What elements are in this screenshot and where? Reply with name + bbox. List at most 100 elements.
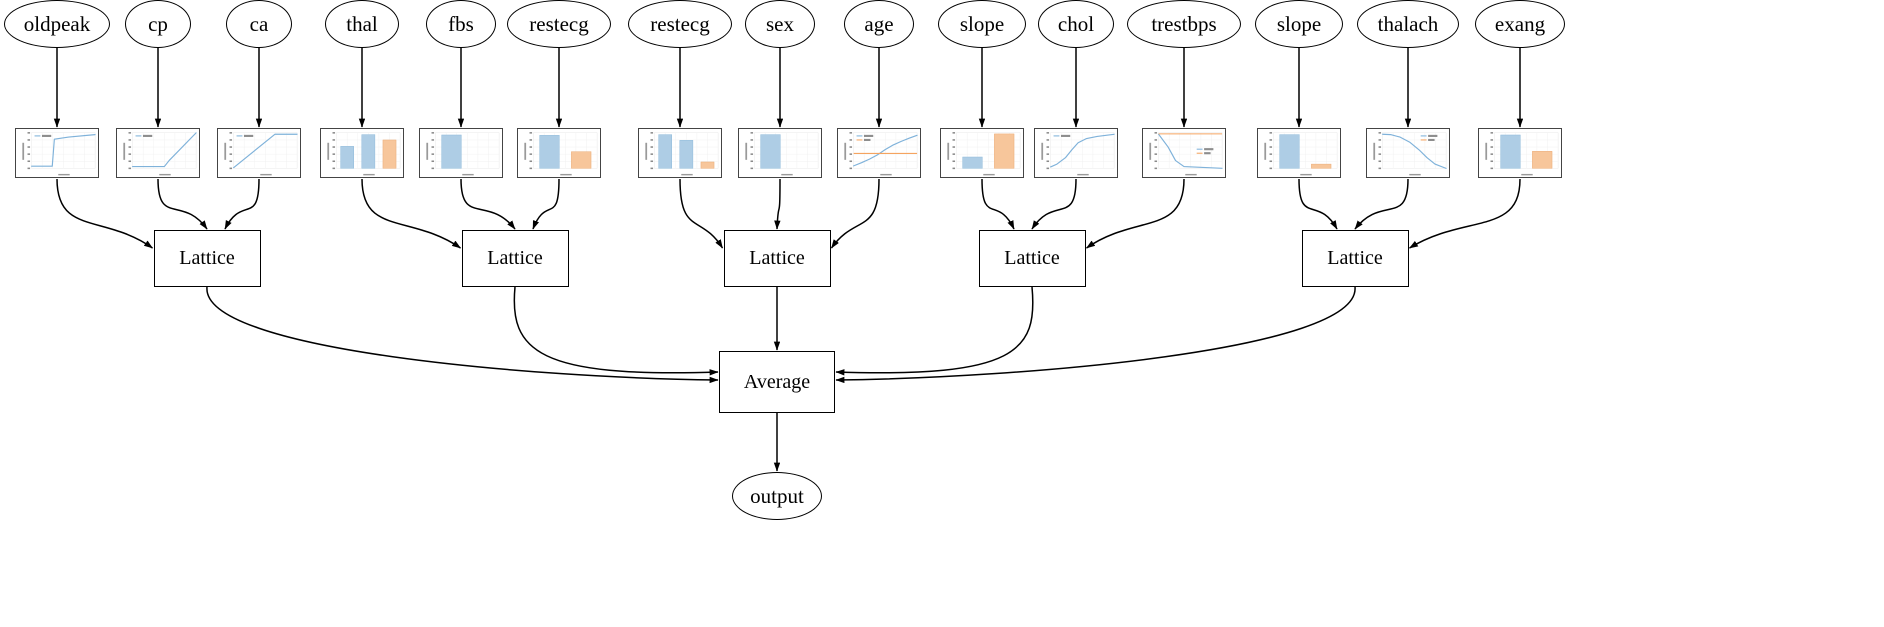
y-axis-label <box>1264 142 1267 160</box>
feature-node-label: cp <box>148 11 168 36</box>
feature-node-slope-12[interactable]: slope <box>1255 0 1343 48</box>
feature-node-label: slope <box>959 11 1005 36</box>
calibrator-plot-sex[interactable] <box>738 128 822 178</box>
feature-node-label: oldpeak <box>23 11 91 36</box>
plot-canvas <box>1367 129 1449 177</box>
plot-canvas <box>941 129 1023 177</box>
calibrator-plot-thal[interactable] <box>320 128 404 178</box>
y-axis-label <box>1485 142 1488 160</box>
calibrator-plot-chol[interactable] <box>1034 128 1118 178</box>
y-axis-label <box>22 142 25 160</box>
edge-calibrator-to-lattice-3-2 <box>1086 178 1185 249</box>
feature-node-label: thalach <box>1377 11 1439 36</box>
y-axis-label <box>123 142 126 160</box>
edge-lattice-to-average-4 <box>835 286 1356 384</box>
output-node[interactable]: output <box>732 472 822 520</box>
plot-canvas <box>518 129 600 177</box>
plot-canvas <box>420 129 502 177</box>
feature-node-restecg-5[interactable]: restecg <box>507 0 611 48</box>
feature-node-label: trestbps <box>1151 11 1217 36</box>
y-axis-label <box>745 142 748 160</box>
feature-node-label: sex <box>766 11 794 36</box>
lattice-node-label: Lattice <box>749 247 805 269</box>
feature-node-restecg-6[interactable]: restecg <box>628 0 732 48</box>
edge-calibrator-to-lattice-0-1 <box>157 178 208 230</box>
y-axis-label <box>426 142 429 160</box>
y-axis-label <box>645 142 648 160</box>
edge-lattice-to-average-1 <box>513 286 719 376</box>
edge-calibrator-to-lattice-2-1 <box>774 178 781 230</box>
feature-node-label: exang <box>1494 11 1546 36</box>
feature-node-ca-2[interactable]: ca <box>226 0 292 48</box>
feature-node-trestbps-11[interactable]: trestbps <box>1127 0 1241 48</box>
average-node[interactable]: Average <box>719 351 835 413</box>
calibrator-plot-slope[interactable] <box>1257 128 1341 178</box>
feature-node-label: fbs <box>448 11 474 36</box>
lattice-node-4[interactable]: Lattice <box>1301 230 1409 287</box>
calibrator-plot-fbs[interactable] <box>419 128 503 178</box>
calibrator-plot-ca[interactable] <box>217 128 301 178</box>
feature-node-label: chol <box>1057 11 1095 36</box>
edge-calibrator-to-lattice-4-1 <box>1354 178 1409 230</box>
feature-node-thalach-13[interactable]: thalach <box>1357 0 1459 48</box>
feature-node-chol-10[interactable]: chol <box>1038 0 1114 48</box>
plot-canvas <box>218 129 300 177</box>
edge-calibrator-to-lattice-2-2 <box>830 178 880 249</box>
feature-node-label: age <box>864 11 894 36</box>
lattice-node-label: Lattice <box>179 247 235 269</box>
plot-canvas <box>117 129 199 177</box>
calibrator-plot-restecg[interactable] <box>638 128 722 178</box>
lattice-node-0[interactable]: Lattice <box>153 230 261 287</box>
edge-calibrator-to-lattice-2-0 <box>679 178 724 249</box>
calibrator-plot-exang[interactable] <box>1478 128 1562 178</box>
edge-calibrator-to-lattice-1-2 <box>532 178 560 230</box>
feature-node-fbs-4[interactable]: fbs <box>426 0 496 48</box>
lattice-node-2[interactable]: Lattice <box>723 230 831 287</box>
feature-node-age-8[interactable]: age <box>844 0 914 48</box>
feature-node-slope-9[interactable]: slope <box>938 0 1026 48</box>
edge-calibrator-to-lattice-4-2 <box>1408 178 1521 249</box>
plot-canvas <box>739 129 821 177</box>
feature-node-exang-14[interactable]: exang <box>1475 0 1565 48</box>
feature-node-label: slope <box>1276 11 1322 36</box>
calibrator-plot-trestbps[interactable] <box>1142 128 1226 178</box>
edge-calibrator-to-lattice-1-1 <box>460 178 516 230</box>
feature-node-label: restecg <box>650 11 710 36</box>
lattice-node-label: Lattice <box>1004 247 1060 269</box>
calibrator-plot-slope[interactable] <box>940 128 1024 178</box>
feature-node-thal-3[interactable]: thal <box>325 0 399 48</box>
calibrator-plot-oldpeak[interactable] <box>15 128 99 178</box>
edge-calibrator-to-lattice-0-2 <box>224 178 260 230</box>
edge-calibrator-to-lattice-0-0 <box>56 178 153 249</box>
calibrator-plot-restecg[interactable] <box>517 128 601 178</box>
edge-calibrator-to-lattice-1-0 <box>361 178 461 249</box>
lattice-node-label: Lattice <box>1327 247 1383 269</box>
calibrator-plot-age[interactable] <box>837 128 921 178</box>
plot-canvas <box>1035 129 1117 177</box>
feature-node-label: restecg <box>529 11 589 36</box>
y-axis-label <box>1041 142 1044 160</box>
edge-calibrator-to-lattice-3-1 <box>1031 178 1077 230</box>
plot-canvas <box>16 129 98 177</box>
lattice-node-3[interactable]: Lattice <box>978 230 1086 287</box>
y-axis-label <box>224 142 227 160</box>
lattice-node-1[interactable]: Lattice <box>461 230 569 287</box>
feature-node-label: thal <box>346 11 378 36</box>
edge-calibrator-to-lattice-3-0 <box>981 178 1015 230</box>
y-axis-label <box>1373 142 1376 160</box>
edge-calibrator-to-lattice-4-0 <box>1298 178 1338 230</box>
feature-node-label: ca <box>249 11 269 36</box>
feature-node-oldpeak-0[interactable]: oldpeak <box>4 0 110 48</box>
calibrator-plot-cp[interactable] <box>116 128 200 178</box>
feature-node-sex-7[interactable]: sex <box>745 0 815 48</box>
y-axis-label <box>844 142 847 160</box>
calibrator-plot-thalach[interactable] <box>1366 128 1450 178</box>
y-axis-label <box>327 142 330 160</box>
edge-lattice-to-average-0 <box>206 286 719 384</box>
feature-node-cp-1[interactable]: cp <box>125 0 191 48</box>
output-node-label: output <box>750 483 804 508</box>
y-axis-label <box>1149 142 1152 160</box>
plot-canvas <box>1479 129 1561 177</box>
